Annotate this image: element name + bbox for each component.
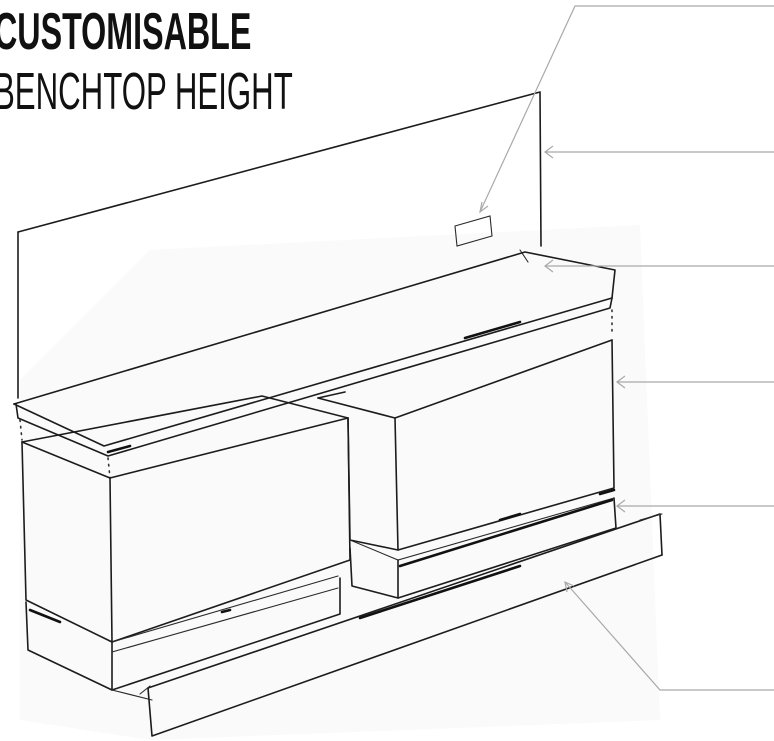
cabinet-plinth <box>349 488 617 599</box>
right-cabinet <box>317 339 615 561</box>
callout-leader-outlet <box>479 5 774 213</box>
paper-background <box>20 225 660 740</box>
left-cabinet-plinth <box>25 577 341 691</box>
callout-leaders <box>479 5 774 691</box>
power-outlet <box>454 215 493 247</box>
base-platform <box>111 513 663 737</box>
callout-leader-base <box>564 581 774 691</box>
wall-panel <box>17 91 542 399</box>
benchtop <box>13 249 616 457</box>
title-line-1: CUSTOMISABLE <box>0 3 252 61</box>
title-line-2: BENCHTOP HEIGHT <box>0 63 293 121</box>
